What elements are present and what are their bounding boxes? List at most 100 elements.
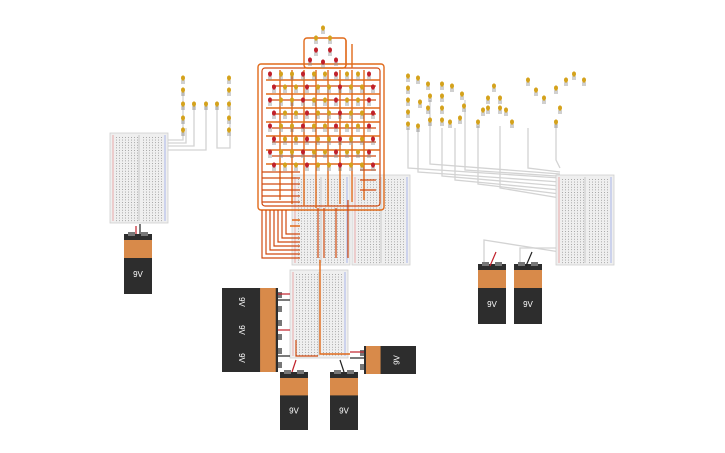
led[interactable]: [272, 162, 276, 171]
led[interactable]: [486, 105, 490, 114]
led[interactable]: [327, 162, 331, 171]
led[interactable]: [356, 149, 360, 158]
led[interactable]: [272, 136, 276, 145]
led[interactable]: [312, 97, 316, 106]
led[interactable]: [283, 162, 287, 171]
led[interactable]: [440, 81, 444, 90]
led[interactable]: [406, 73, 410, 82]
led[interactable]: [268, 71, 272, 80]
led[interactable]: [418, 99, 422, 108]
led[interactable]: [215, 101, 219, 110]
led[interactable]: [321, 25, 325, 34]
battery-9v[interactable]: 9V: [280, 370, 308, 430]
led[interactable]: [349, 162, 353, 171]
led[interactable]: [334, 123, 338, 132]
led[interactable]: [314, 35, 318, 44]
led[interactable]: [323, 123, 327, 132]
led[interactable]: [305, 162, 309, 171]
led[interactable]: [283, 84, 287, 93]
led[interactable]: [301, 123, 305, 132]
led[interactable]: [458, 115, 462, 124]
led[interactable]: [294, 84, 298, 93]
led[interactable]: [328, 35, 332, 44]
led[interactable]: [279, 149, 283, 158]
led[interactable]: [486, 95, 490, 104]
led[interactable]: [334, 97, 338, 106]
led[interactable]: [328, 47, 332, 56]
led[interactable]: [301, 149, 305, 158]
led[interactable]: [450, 83, 454, 92]
led[interactable]: [334, 149, 338, 158]
led[interactable]: [345, 97, 349, 106]
led[interactable]: [301, 71, 305, 80]
led[interactable]: [360, 136, 364, 145]
led[interactable]: [360, 110, 364, 119]
led[interactable]: [316, 162, 320, 171]
led[interactable]: [181, 101, 185, 110]
led[interactable]: [582, 77, 586, 86]
battery-9v[interactable]: 9V: [514, 262, 542, 324]
breadboard[interactable]: [555, 174, 615, 266]
led[interactable]: [181, 87, 185, 96]
led[interactable]: [327, 84, 331, 93]
led[interactable]: [316, 136, 320, 145]
led[interactable]: [338, 110, 342, 119]
led[interactable]: [181, 127, 185, 136]
led[interactable]: [312, 149, 316, 158]
led[interactable]: [498, 95, 502, 104]
led[interactable]: [327, 110, 331, 119]
led[interactable]: [440, 117, 444, 126]
led[interactable]: [181, 75, 185, 84]
led[interactable]: [338, 84, 342, 93]
led[interactable]: [440, 93, 444, 102]
led[interactable]: [305, 136, 309, 145]
led[interactable]: [367, 97, 371, 106]
led[interactable]: [192, 101, 196, 110]
led[interactable]: [406, 97, 410, 106]
led[interactable]: [323, 71, 327, 80]
led[interactable]: [367, 71, 371, 80]
led[interactable]: [476, 119, 480, 128]
led[interactable]: [542, 95, 546, 104]
breadboard[interactable]: [351, 174, 411, 266]
led[interactable]: [406, 109, 410, 118]
led[interactable]: [572, 71, 576, 80]
led[interactable]: [294, 162, 298, 171]
led[interactable]: [283, 136, 287, 145]
led[interactable]: [440, 105, 444, 114]
led[interactable]: [272, 110, 276, 119]
led[interactable]: [371, 84, 375, 93]
led[interactable]: [272, 84, 276, 93]
led[interactable]: [510, 119, 514, 128]
led[interactable]: [312, 123, 316, 132]
led[interactable]: [504, 107, 508, 116]
led[interactable]: [481, 107, 485, 116]
led[interactable]: [349, 110, 353, 119]
led[interactable]: [554, 119, 558, 128]
led[interactable]: [371, 110, 375, 119]
led[interactable]: [305, 84, 309, 93]
breadboard[interactable]: [109, 132, 169, 224]
battery-9v[interactable]: 9V: [360, 346, 416, 374]
led[interactable]: [290, 149, 294, 158]
led[interactable]: [294, 110, 298, 119]
led[interactable]: [268, 149, 272, 158]
led[interactable]: [406, 121, 410, 130]
led[interactable]: [312, 71, 316, 80]
led[interactable]: [321, 59, 325, 68]
led[interactable]: [426, 81, 430, 90]
led[interactable]: [334, 57, 338, 66]
led[interactable]: [314, 47, 318, 56]
led[interactable]: [279, 123, 283, 132]
led[interactable]: [338, 162, 342, 171]
led[interactable]: [356, 123, 360, 132]
led[interactable]: [327, 136, 331, 145]
led[interactable]: [334, 71, 338, 80]
led[interactable]: [416, 123, 420, 132]
led[interactable]: [356, 71, 360, 80]
led[interactable]: [227, 87, 231, 96]
led[interactable]: [349, 136, 353, 145]
led[interactable]: [227, 127, 231, 136]
led[interactable]: [268, 123, 272, 132]
